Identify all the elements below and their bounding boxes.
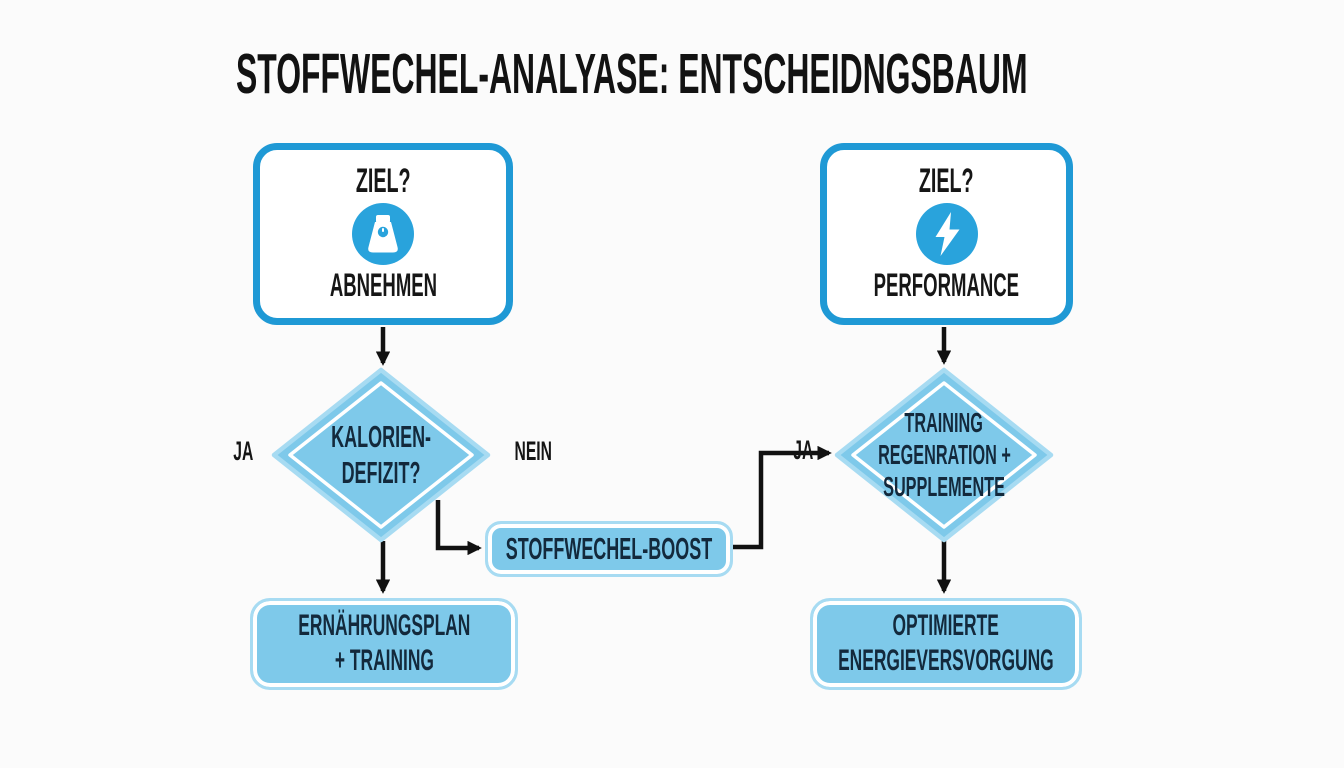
edge-label-nein: NEIN — [514, 436, 552, 466]
goal-label-left: ABNEHMEN — [329, 267, 437, 303]
edge-label-ja-left: JA — [232, 436, 254, 466]
goal-question-right: ZIEL? — [919, 162, 974, 200]
goal-question-left: ZIEL? — [355, 162, 411, 200]
decision-text-right: TRAINING REGENRATION + SUPPLEMENTE — [877, 406, 1011, 503]
result-box-ernaehrungsplan: ERNÄHRUNGSPLAN + TRAINING — [250, 598, 518, 690]
lightning-icon — [915, 203, 978, 265]
decision-text-left: KALORIEN- DEFIZIT? — [331, 419, 431, 490]
edge-label-ja-right: JA — [792, 435, 814, 465]
decision-diamond-kaloriendefizit: KALORIEN- DEFIZIT? — [271, 367, 491, 543]
decision-diamond-training: TRAINING REGENRATION + SUPPLEMENTE — [834, 367, 1054, 543]
goal-box-performance: ZIEL? PERFORMANCE — [820, 143, 1073, 325]
diamond-shape-left — [271, 367, 491, 543]
goal-box-abnehmen: ZIEL? ABNEHMEN — [253, 143, 513, 325]
result-box-energieversorgung: OPTIMIERTE ENERGIEVERSVORGUNG — [810, 598, 1082, 690]
diamond-shape-right — [834, 367, 1054, 543]
goal-label-right: PERFORMANCE — [873, 267, 1020, 303]
scale-icon — [352, 203, 414, 265]
page-title-text: STOFFWECHEL-ANALYASE: ENTSCHEIDNGSBAUM — [236, 42, 1028, 106]
page-title: STOFFWECHEL-ANALYASE: ENTSCHEIDNGSBAUM — [236, 46, 1344, 103]
boost-box: STOFFWECHEL-BOOST — [485, 521, 733, 577]
